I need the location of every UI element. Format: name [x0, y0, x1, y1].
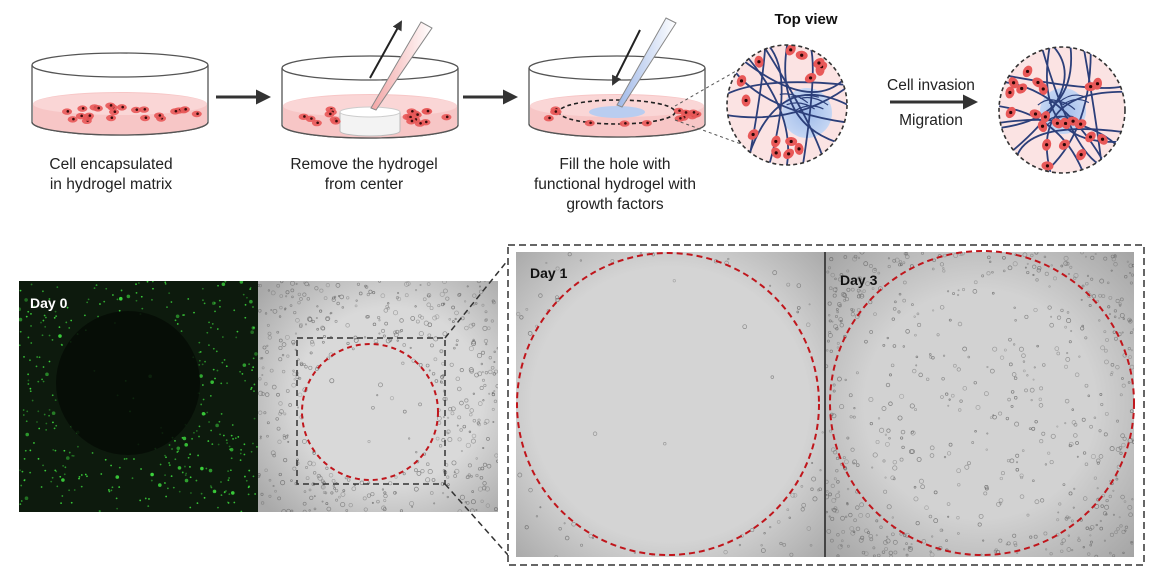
- zoom-region-box: [296, 337, 446, 485]
- step1-caption-line1: Cell encapsulated: [49, 156, 172, 173]
- day0-fluorescence-image: Day 0: [19, 281, 258, 512]
- zoom-connector: [444, 483, 509, 556]
- top-view-label: Top view: [774, 11, 837, 28]
- surrounding-cells: [543, 106, 702, 127]
- zoom-connector: [444, 259, 509, 339]
- invading-cells: [1005, 65, 1108, 171]
- step1-caption-line2: in hydrogel matrix: [50, 176, 173, 193]
- day1-label: Day 1: [530, 265, 568, 281]
- top-view-after: [998, 46, 1126, 174]
- day0-brightfield-image: [258, 281, 498, 512]
- day1-brightfield-image: Day 1: [516, 252, 824, 557]
- invasion-label: Cell invasion: [887, 77, 975, 94]
- day3-brightfield-image: Day 3: [826, 250, 1135, 557]
- day3-boundary-circle: [829, 250, 1135, 556]
- arrow-down-fill: [612, 29, 641, 86]
- dish-step2: [281, 20, 459, 139]
- dish-step3: [528, 17, 706, 138]
- step2-caption-line2: from center: [325, 176, 403, 193]
- remaining-cells: [298, 106, 452, 127]
- arrow-up-remove: [369, 20, 402, 79]
- top-view-cells: [736, 45, 828, 160]
- day3-label: Day 3: [840, 272, 878, 288]
- step3-caption-line2: functional hydrogel with: [534, 176, 696, 193]
- hydrogel-boundary-circle: [301, 343, 439, 481]
- top-view-before: [726, 44, 848, 166]
- pipette-tip-icon: [616, 17, 677, 108]
- dish-step1: [31, 52, 209, 136]
- step3-caption-line3: growth factors: [566, 196, 664, 213]
- day1-boundary-circle: [516, 252, 820, 556]
- step3-caption-line1: Fill the hole with: [559, 156, 670, 173]
- pipette-tip-icon: [370, 21, 433, 111]
- projection-line: [674, 119, 753, 149]
- migration-label: Migration: [899, 112, 963, 129]
- hydrogel-fibers: [727, 45, 847, 165]
- day0-label: Day 0: [30, 295, 68, 311]
- encapsulated-cells: [62, 102, 202, 125]
- step2-caption-line1: Remove the hydrogel: [290, 156, 437, 173]
